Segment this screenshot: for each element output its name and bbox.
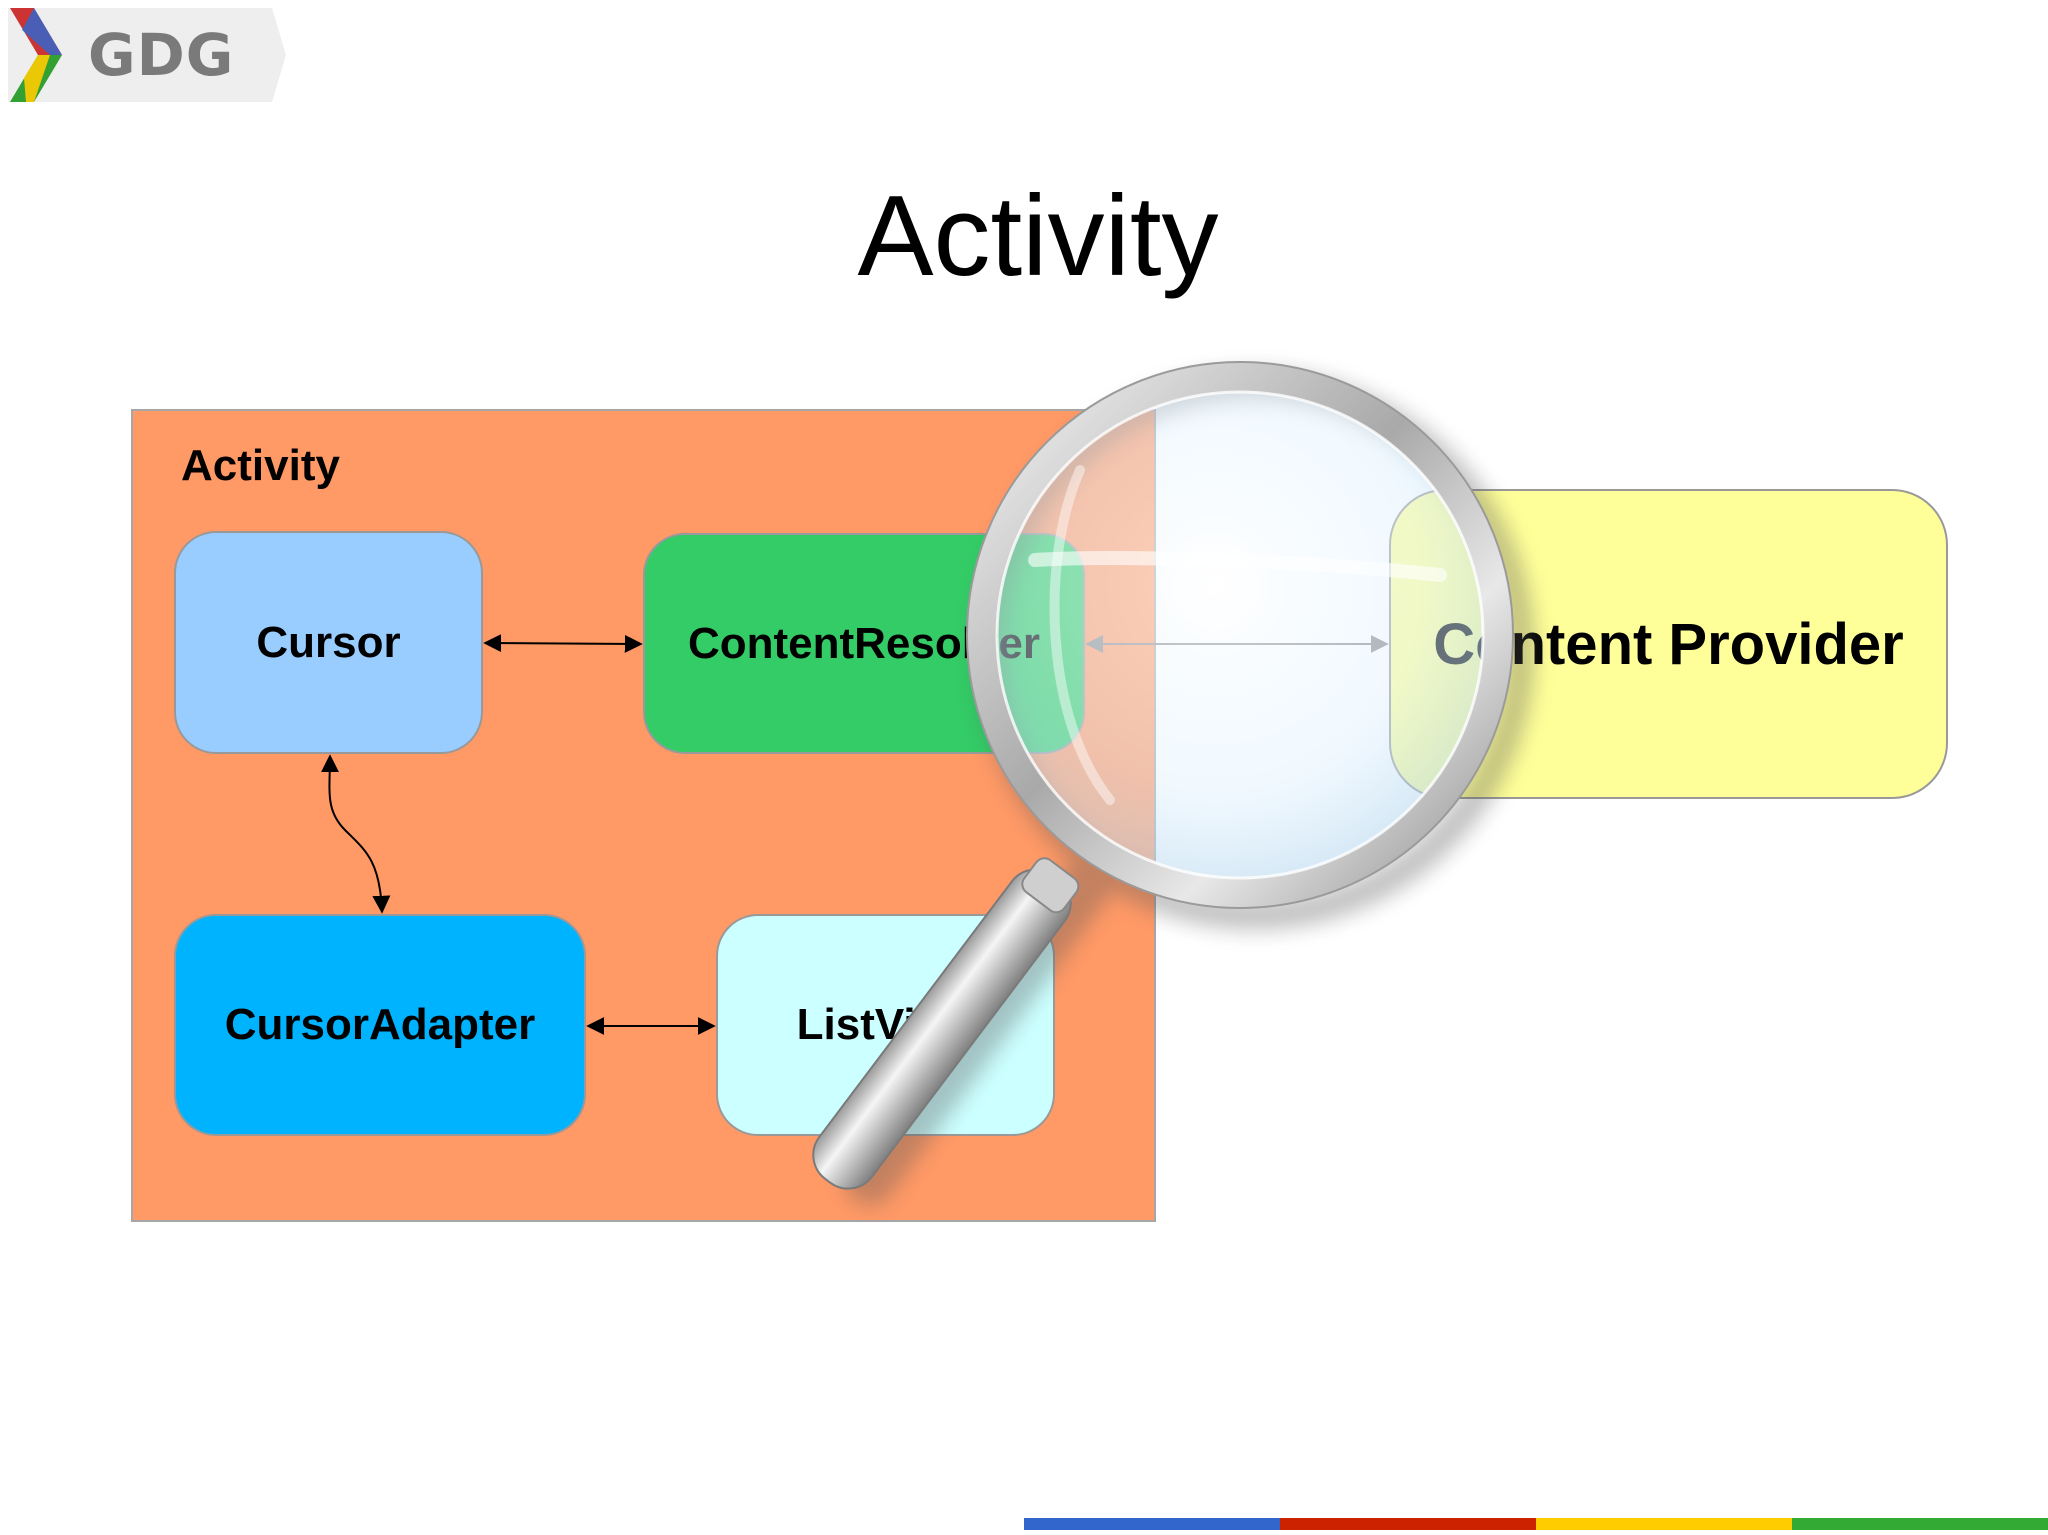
- edge-cursor-adapter: [320, 754, 391, 914]
- footer-stripe-green: [1792, 1518, 2048, 1530]
- gdg-logo-text: GDG: [88, 21, 235, 89]
- footer-stripe-yellow: [1536, 1518, 1792, 1530]
- slide-title: Activity: [857, 173, 1219, 300]
- footer-stripe-red: [1280, 1518, 1536, 1530]
- activity-container-label: Activity: [181, 441, 340, 490]
- edge-cursor-resolver: [483, 634, 643, 653]
- node-cursor: Cursor: [174, 531, 483, 754]
- gdg-chevron-icon: [8, 8, 286, 102]
- node-cursor-adapter: CursorAdapter: [174, 914, 586, 1136]
- footer-stripe-blue: [1024, 1518, 1280, 1530]
